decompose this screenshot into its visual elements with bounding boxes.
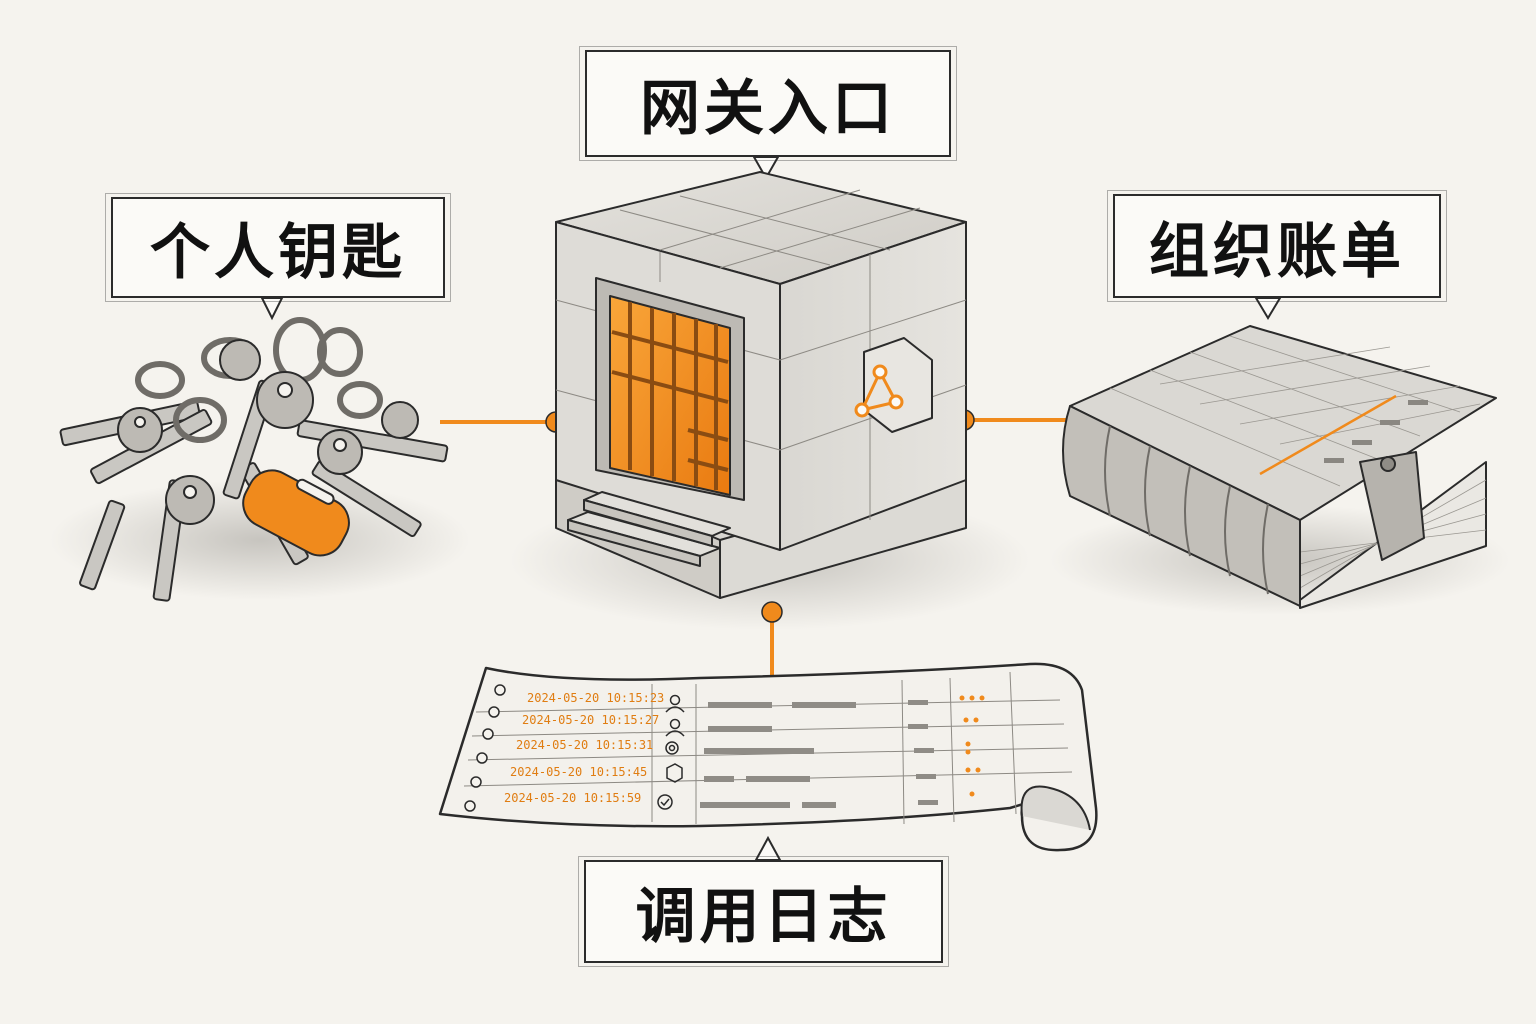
log-row: 2024-05-20 10:15:27 — [522, 713, 979, 737]
gear-icon — [665, 741, 679, 755]
log-row: 2024-05-20 10:15:45 — [510, 763, 981, 783]
org-billing-label: 组织账单 — [1107, 190, 1447, 302]
keys-bundle — [59, 317, 449, 602]
user-icon — [665, 718, 685, 737]
log-timestamp: 2024-05-20 10:15:31 — [516, 738, 653, 752]
call-logs-label: 调用日志 — [578, 856, 949, 967]
log-row: 2024-05-20 10:15:59 — [504, 791, 975, 810]
ledger-book — [1062, 325, 1497, 609]
log-timestamp: 2024-05-20 10:15:45 — [510, 765, 647, 779]
keys-shadow — [50, 480, 470, 600]
orange-key-tag — [242, 469, 350, 557]
gateway-building — [555, 171, 967, 599]
user-icon — [665, 694, 685, 713]
check-badge-icon — [657, 794, 673, 810]
log-timestamp: 2024-05-20 10:15:23 — [527, 691, 664, 705]
log-row: 2024-05-20 10:15:31 — [516, 738, 971, 755]
personal-keys-label: 个人钥匙 — [105, 193, 451, 302]
log-rows: 2024-05-20 10:15:23 2024-05-20 10:15:27 … — [504, 691, 985, 810]
log-timestamp: 2024-05-20 10:15:59 — [504, 791, 641, 805]
gateway-label: 网关入口 — [579, 46, 957, 161]
log-row: 2024-05-20 10:15:23 — [527, 691, 985, 713]
label-pointers — [260, 156, 1282, 861]
gateway-hex-emblem-icon — [854, 337, 933, 433]
cube-icon — [666, 763, 683, 783]
log-timestamp: 2024-05-20 10:15:27 — [522, 713, 659, 727]
